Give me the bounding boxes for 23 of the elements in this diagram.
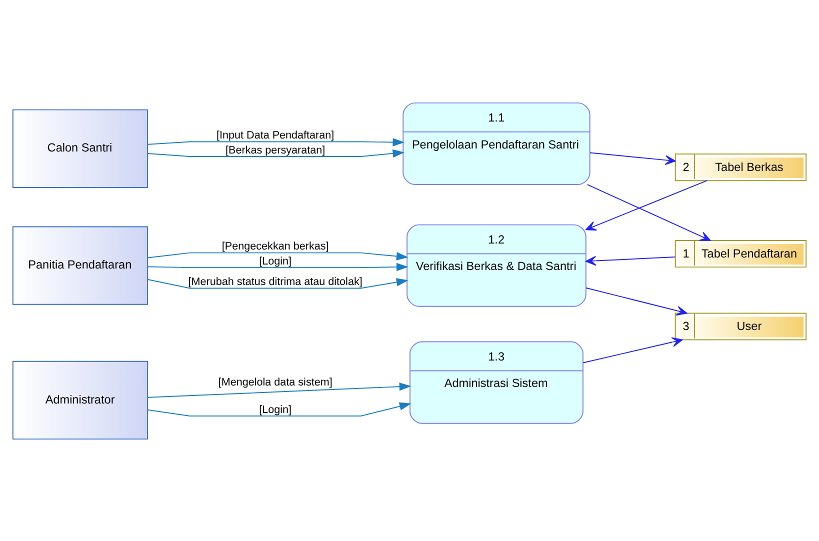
arrow (585, 180, 708, 230)
arrow (147, 252, 408, 260)
arrow (147, 138, 405, 146)
edge-label: [Input Data Pendaftaran] (216, 129, 334, 142)
edge-label: [Login] (259, 403, 292, 416)
arrow (585, 255, 676, 266)
arrow (147, 278, 408, 288)
edge-label: [Mengelola data sistem] (218, 376, 332, 388)
arrow (586, 184, 711, 240)
arrow (147, 382, 412, 398)
edge-label: [Berkas persyaratan] (226, 144, 326, 156)
arrow (147, 148, 405, 158)
node-box: Panitia Pendaftaran (12, 226, 148, 304)
edge-label: [Merubah status ditrima atau ditolak] (188, 276, 362, 288)
arrow (582, 336, 683, 363)
arrow (147, 402, 412, 416)
arrow (147, 262, 408, 271)
edge-label: [Pengecekkan berkas] (222, 240, 329, 252)
arrow (590, 152, 676, 164)
arrow (585, 286, 688, 316)
edge-label: [Login] (259, 254, 292, 267)
node-box: Calon Santri (12, 108, 148, 188)
node-box: Administrator (12, 360, 148, 440)
